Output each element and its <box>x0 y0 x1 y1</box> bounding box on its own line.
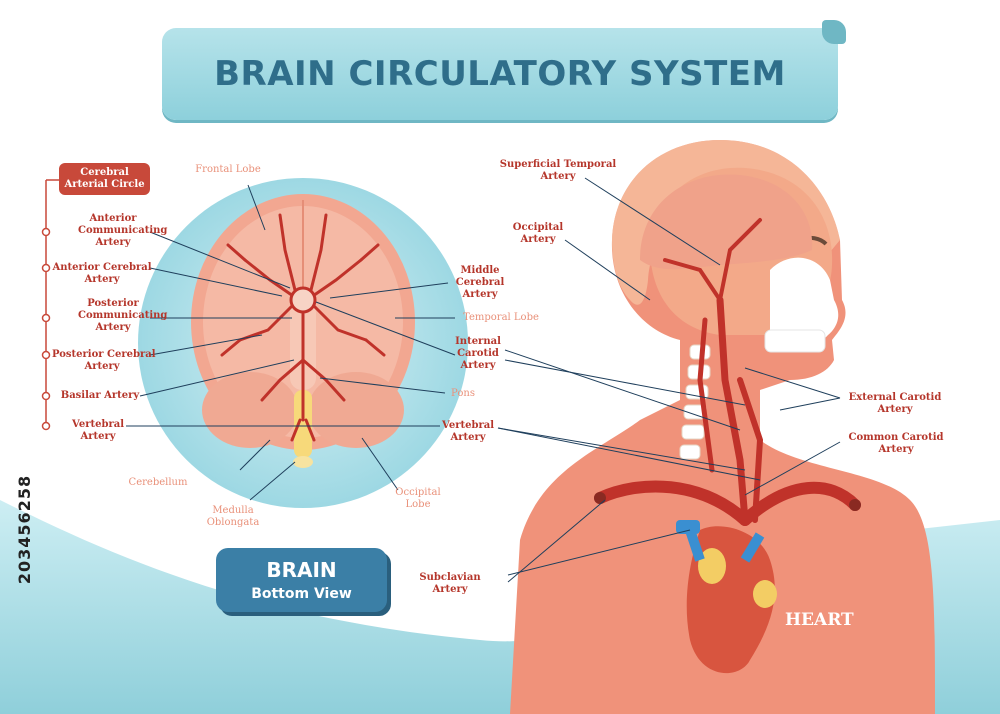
label-line: Temporal Lobe <box>463 312 539 323</box>
label-line: External Carotid <box>848 392 942 403</box>
label-middle-cerebral: Middle Cerebral Artery <box>452 265 508 301</box>
brain-box-subtitle: Bottom View <box>251 586 352 602</box>
label-line: Common Carotid <box>848 432 944 443</box>
label-line: Vertebral <box>72 419 124 430</box>
label-line: Frontal Lobe <box>195 164 261 175</box>
brain-leader-lines <box>126 184 456 501</box>
label-vertebral-left: Vertebral Artery <box>70 419 126 443</box>
label-line: Basilar Artery <box>60 390 140 401</box>
heart-label: HEART <box>785 610 854 630</box>
label-line: Artery <box>80 431 116 442</box>
label-temporal-lobe: Temporal Lobe <box>456 312 546 324</box>
label-line: Pons <box>451 388 475 399</box>
title-curl-decoration <box>822 20 846 44</box>
label-medulla-oblongata: Medulla Oblongata <box>198 505 268 529</box>
label-line: Artery <box>450 432 486 443</box>
label-frontal-lobe: Frontal Lobe <box>188 164 268 176</box>
title-banner: BRAIN CIRCULATORY SYSTEM <box>162 20 846 120</box>
label-line: Cerebellum <box>128 477 188 488</box>
label-line: Medulla <box>212 505 254 516</box>
label-line: Artery <box>540 171 576 182</box>
brain-bottom-view-box: BRAIN Bottom View <box>216 548 387 612</box>
label-line: Oblongata <box>206 517 260 528</box>
label-line: Posterior <box>87 298 139 309</box>
stock-image-id: 203456258 <box>15 474 35 585</box>
label-line: Artery <box>878 444 914 455</box>
label-line: Occipital <box>512 222 564 233</box>
label-line: Artery <box>84 274 120 285</box>
arterial-circle-bracket <box>41 179 59 431</box>
label-line: Posterior Cerebral <box>52 349 156 360</box>
label-line: Artery <box>95 322 131 333</box>
label-line: Artery <box>877 404 913 415</box>
page-title: BRAIN CIRCULATORY SYSTEM <box>214 54 786 94</box>
label-line: Vertebral <box>442 420 494 431</box>
badge-line1: Cerebral <box>80 167 129 178</box>
label-line: Anterior Cerebral <box>52 262 152 273</box>
cerebral-arterial-circle-badge: Cerebral Arterial Circle <box>59 163 150 195</box>
label-external-carotid: External Carotid Artery <box>842 392 948 416</box>
label-line: Occipital <box>395 487 441 498</box>
label-line: Subclavian <box>419 572 481 583</box>
label-line: Lobe <box>405 499 431 510</box>
label-vertebral-right: Vertebral Artery <box>440 420 496 444</box>
label-subclavian: Subclavian Artery <box>410 572 490 596</box>
label-line: Artery <box>84 361 120 372</box>
brain-bottom-view <box>191 194 415 468</box>
label-line: Carotid <box>457 348 499 359</box>
label-line: Middle <box>460 265 500 276</box>
label-anterior-communicating: Anterior Communicating Artery <box>78 213 168 249</box>
label-line: Communicating <box>78 310 168 321</box>
label-anterior-cerebral: Anterior Cerebral Artery <box>52 262 152 286</box>
label-pons: Pons <box>448 388 478 400</box>
label-line: Artery <box>462 289 498 300</box>
head-leader-lines <box>497 177 841 583</box>
label-internal-carotid: Internal Carotid Artery <box>450 336 506 372</box>
label-line: Cerebral <box>455 277 505 288</box>
label-posterior-communicating: Posterior Communicating Artery <box>78 298 168 334</box>
label-line: Artery <box>95 237 131 248</box>
label-occipital-lobe: Occipital Lobe <box>388 487 448 511</box>
label-superficial-temporal: Superficial Temporal Artery <box>495 159 621 183</box>
label-posterior-cerebral: Posterior Cerebral Artery <box>52 349 156 373</box>
label-basilar: Basilar Artery <box>60 390 140 402</box>
label-occipital-artery: Occipital Artery <box>510 222 566 246</box>
label-cerebellum: Cerebellum <box>118 477 198 489</box>
head-torso <box>510 140 935 714</box>
badge-line2: Arterial Circle <box>64 179 145 190</box>
label-line: Anterior <box>89 213 137 224</box>
label-line: Artery <box>432 584 468 595</box>
label-line: Communicating <box>78 225 168 236</box>
brain-box-title: BRAIN <box>266 558 337 582</box>
label-line: Artery <box>460 360 496 371</box>
label-line: Artery <box>520 234 556 245</box>
label-line: Superficial Temporal <box>499 159 617 170</box>
label-line: Internal <box>455 336 501 347</box>
label-common-carotid: Common Carotid Artery <box>846 432 946 456</box>
